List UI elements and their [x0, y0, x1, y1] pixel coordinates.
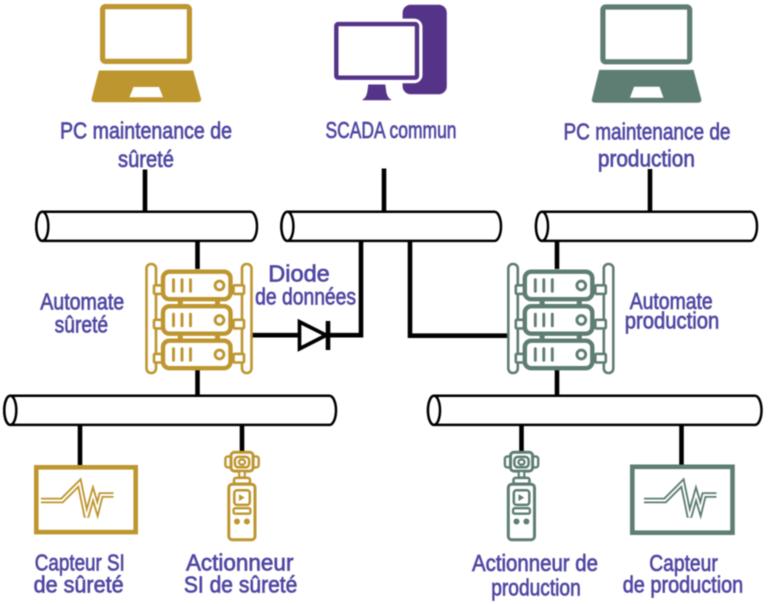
svg-text:Capteur: Capteur [649, 550, 718, 576]
svg-text:de données: de données [255, 283, 356, 309]
svg-text:Diode: Diode [268, 261, 330, 287]
svg-text:production: production [491, 575, 581, 601]
svg-text:PC maintenance de: PC maintenance de [60, 117, 232, 143]
svg-text:production: production [625, 308, 720, 334]
svg-text:de sûreté: de sûreté [34, 572, 124, 598]
svg-text:production: production [598, 145, 695, 171]
svg-text:Automate: Automate [630, 288, 713, 314]
svg-text:SI de sûreté: SI de sûreté [184, 572, 298, 598]
svg-text:de production: de production [623, 572, 744, 598]
svg-text:sûreté: sûreté [55, 312, 109, 338]
svg-text:Actionneur de: Actionneur de [472, 550, 598, 576]
svg-text:Actionneur: Actionneur [186, 550, 294, 576]
svg-text:PC maintenance de: PC maintenance de [564, 119, 731, 145]
svg-text:Capteur SI: Capteur SI [35, 550, 125, 576]
svg-text:SCADA commun: SCADA commun [326, 117, 457, 143]
svg-text:Automate: Automate [40, 289, 124, 315]
svg-text:sûreté: sûreté [118, 146, 174, 172]
